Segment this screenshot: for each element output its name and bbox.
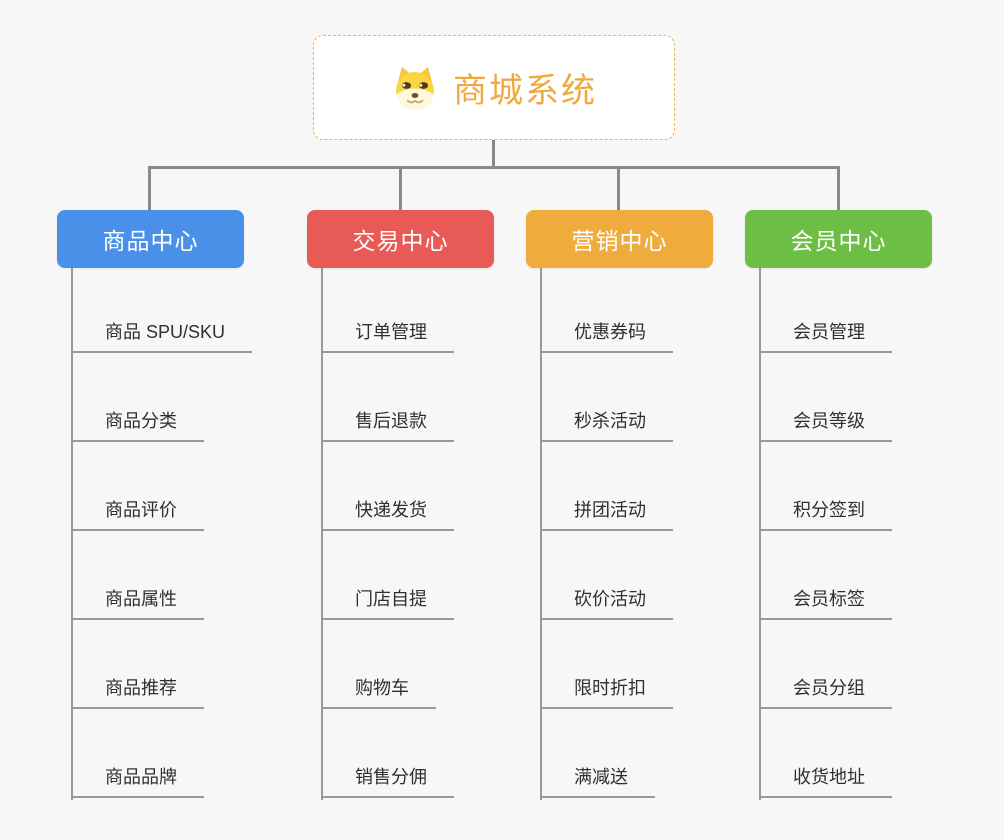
- branch-items: 优惠券码 秒杀活动 拼团活动 砍价活动 限时折扣 满减送: [540, 264, 673, 798]
- doge-icon: [391, 64, 439, 112]
- child-node[interactable]: 优惠券码: [540, 264, 673, 353]
- branch-items: 商品 SPU/SKU 商品分类 商品评价 商品属性 商品推荐 商品品牌: [71, 264, 253, 798]
- child-node-label: 优惠券码: [540, 318, 673, 353]
- child-node-label: 销售分佣: [321, 763, 454, 798]
- branch-product-center: 商品中心 商品 SPU/SKU 商品分类 商品评价 商品属性 商品推荐 商品品牌: [57, 210, 307, 800]
- connector-stub-product: [148, 166, 151, 210]
- child-node[interactable]: 商品 SPU/SKU: [71, 264, 253, 353]
- connector-stub-marketing: [617, 166, 620, 210]
- branch-line: [759, 268, 761, 800]
- category-label: 商品中心: [102, 228, 199, 254]
- child-node-label: 商品推荐: [71, 674, 204, 709]
- child-node[interactable]: 订单管理: [321, 264, 454, 353]
- child-node-label: 商品评价: [71, 496, 204, 531]
- branch-marketing-center: 营销中心 优惠券码 秒杀活动 拼团活动 砍价活动 限时折扣 满减送: [526, 210, 776, 800]
- child-node-label: 秒杀活动: [540, 407, 673, 442]
- category-box-product-center[interactable]: 商品中心: [57, 210, 244, 268]
- child-node[interactable]: 商品属性: [71, 531, 252, 620]
- category-label: 交易中心: [352, 228, 449, 254]
- child-node[interactable]: 销售分佣: [321, 709, 454, 798]
- branch-line: [540, 268, 542, 800]
- child-node[interactable]: 会员分组: [759, 620, 892, 709]
- branch-items: 订单管理 售后退款 快递发货 门店自提 购物车 销售分佣: [321, 264, 454, 798]
- child-node-label: 商品 SPU/SKU: [71, 318, 253, 353]
- child-node-label: 售后退款: [321, 407, 454, 442]
- child-node-label: 积分签到: [759, 496, 892, 531]
- connector-root-stem: [492, 140, 495, 167]
- child-node-label: 商品属性: [71, 585, 204, 620]
- connector-stub-trade: [399, 166, 402, 210]
- child-node-label: 限时折扣: [540, 674, 673, 709]
- child-node-label: 门店自提: [321, 585, 454, 620]
- child-node-label: 购物车: [321, 674, 436, 709]
- branch-line: [321, 268, 323, 800]
- root-node[interactable]: 商城系统: [313, 35, 675, 140]
- child-node-label: 满减送: [540, 763, 655, 798]
- child-node[interactable]: 砍价活动: [540, 531, 673, 620]
- child-node[interactable]: 会员管理: [759, 264, 892, 353]
- child-node-label: 会员等级: [759, 407, 892, 442]
- child-node[interactable]: 门店自提: [321, 531, 454, 620]
- category-label: 会员中心: [790, 228, 887, 254]
- child-node[interactable]: 快递发货: [321, 442, 454, 531]
- category-box-member-center[interactable]: 会员中心: [745, 210, 932, 268]
- child-node[interactable]: 商品推荐: [71, 620, 252, 709]
- connector-stub-member: [837, 166, 840, 210]
- branch-items: 会员管理 会员等级 积分签到 会员标签 会员分组 收货地址: [759, 264, 892, 798]
- child-node-label: 收货地址: [759, 763, 892, 798]
- child-node[interactable]: 商品评价: [71, 442, 252, 531]
- child-node-label: 订单管理: [321, 318, 454, 353]
- branch-line: [71, 268, 73, 800]
- child-node[interactable]: 购物车: [321, 620, 454, 709]
- child-node[interactable]: 会员标签: [759, 531, 892, 620]
- child-node-label: 会员分组: [759, 674, 892, 709]
- child-node-label: 商品分类: [71, 407, 204, 442]
- category-label: 营销中心: [571, 228, 668, 254]
- child-node-label: 会员标签: [759, 585, 892, 620]
- child-node[interactable]: 商品分类: [71, 353, 252, 442]
- child-node[interactable]: 满减送: [540, 709, 673, 798]
- child-node[interactable]: 拼团活动: [540, 442, 673, 531]
- child-node-label: 会员管理: [759, 318, 892, 353]
- child-node[interactable]: 积分签到: [759, 442, 892, 531]
- child-node-label: 快递发货: [321, 496, 454, 531]
- connector-horizontal-bar: [148, 166, 840, 169]
- child-node[interactable]: 会员等级: [759, 353, 892, 442]
- category-box-marketing-center[interactable]: 营销中心: [526, 210, 713, 268]
- child-node[interactable]: 售后退款: [321, 353, 454, 442]
- child-node[interactable]: 秒杀活动: [540, 353, 673, 442]
- branch-member-center: 会员中心 会员管理 会员等级 积分签到 会员标签 会员分组 收货地址: [745, 210, 995, 800]
- category-box-trade-center[interactable]: 交易中心: [307, 210, 494, 268]
- child-node[interactable]: 商品品牌: [71, 709, 252, 798]
- branch-trade-center: 交易中心 订单管理 售后退款 快递发货 门店自提 购物车 销售分佣: [307, 210, 557, 800]
- child-node-label: 商品品牌: [71, 763, 204, 798]
- child-node[interactable]: 限时折扣: [540, 620, 673, 709]
- child-node-label: 砍价活动: [540, 585, 673, 620]
- child-node[interactable]: 收货地址: [759, 709, 892, 798]
- root-title: 商城系统: [453, 72, 597, 110]
- child-node-label: 拼团活动: [540, 496, 673, 531]
